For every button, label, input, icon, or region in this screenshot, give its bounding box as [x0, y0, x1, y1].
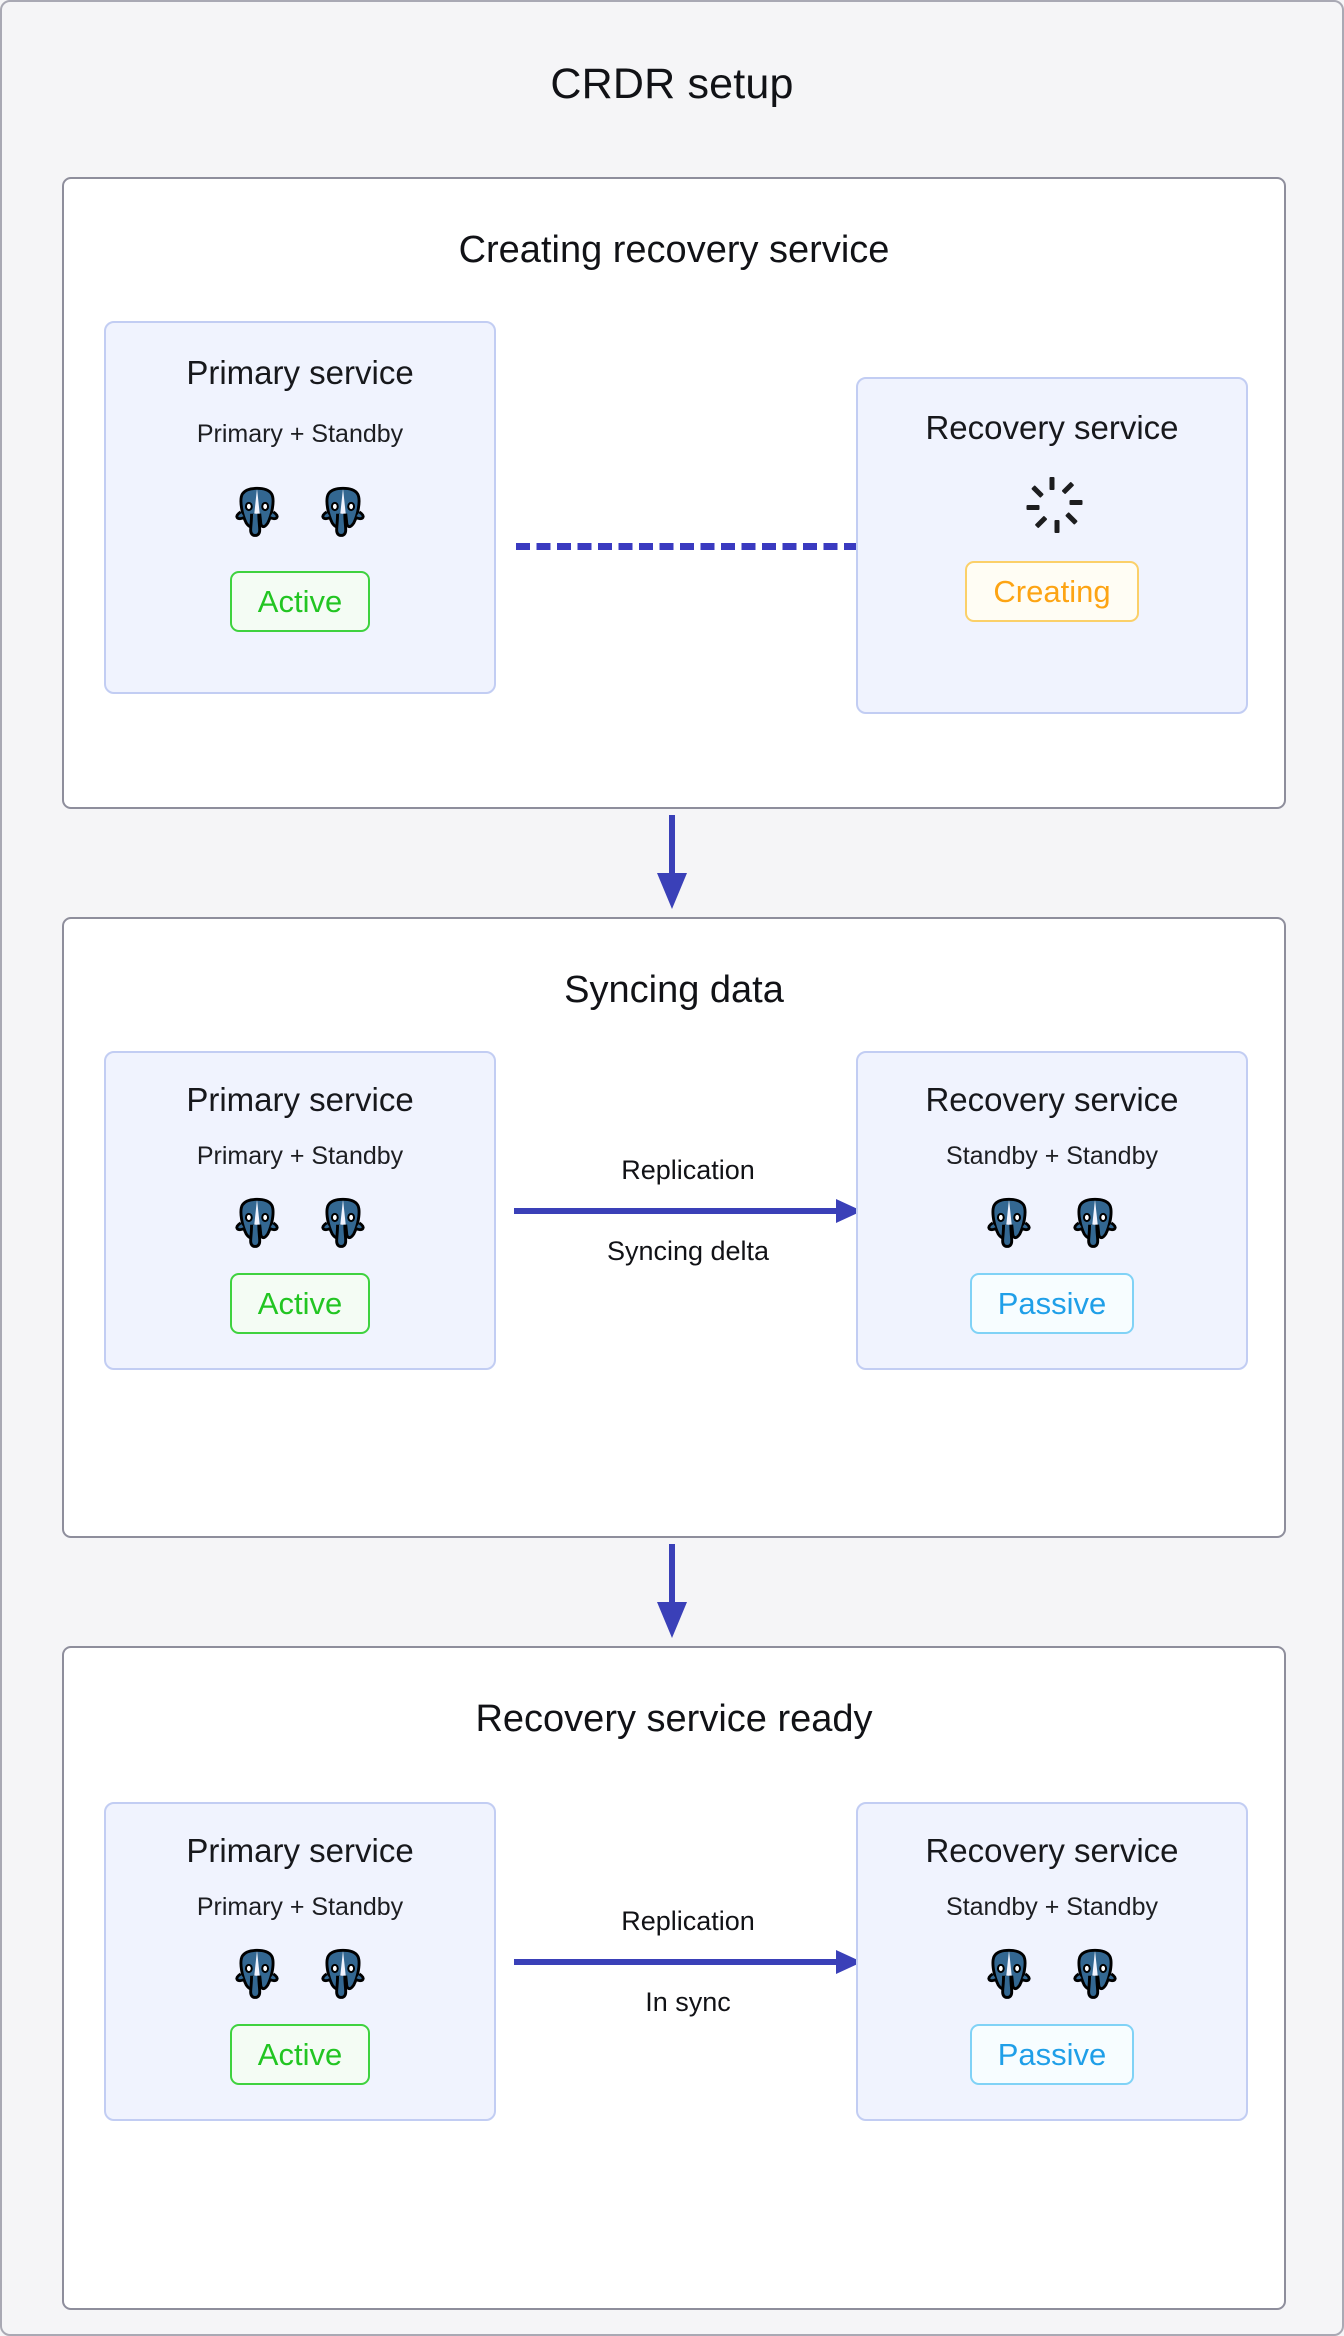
postgres-icon: [314, 1193, 372, 1251]
stage-panel-recovery-service-ready: Recovery service ready Primary service P…: [62, 1646, 1286, 2310]
database-node-group: [228, 1193, 372, 1251]
postgres-icon: [228, 1944, 286, 2002]
postgres-icon: [228, 482, 286, 540]
service-topology: Primary + Standby: [196, 1893, 404, 1921]
replication-connector: Replication Syncing delta: [514, 1155, 862, 1267]
postgres-icon: [980, 1944, 1038, 2002]
service-name: Recovery service: [925, 1832, 1179, 1869]
service-name: Primary service: [186, 1832, 414, 1869]
postgres-icon: [314, 482, 372, 540]
status-badge: Creating: [965, 561, 1139, 622]
service-topology: Standby + Standby: [946, 1142, 1158, 1170]
arrow-head: [657, 1602, 687, 1638]
down-arrow-icon: [657, 1544, 687, 1638]
replication-label-bottom: In sync: [645, 1987, 731, 2017]
primary-service-card: Primary service Primary + Standby: [104, 1051, 496, 1370]
arrow-shaft: [669, 1544, 675, 1606]
pending-replication-link: [516, 543, 858, 550]
primary-service-card: Primary service Primary + Standby: [104, 1802, 496, 2121]
stage-panel-creating-recovery-service: Creating recovery service Primary servic…: [62, 177, 1286, 809]
recovery-service-card: Recovery service Standby + Standby: [856, 1051, 1248, 1370]
postgres-icon: [1066, 1193, 1124, 1251]
service-name: Recovery service: [925, 409, 1179, 446]
replication-arrow-icon: [514, 1947, 862, 1977]
recovery-service-card: Recovery service Standby + Standby: [856, 1802, 1248, 2121]
service-name: Primary service: [186, 354, 414, 391]
status-badge: Active: [229, 2024, 371, 2085]
service-topology: Primary + Standby: [196, 420, 404, 448]
status-badge: Active: [229, 1273, 371, 1334]
replication-label-top: Replication: [621, 1906, 755, 1936]
replication-connector: Replication In sync: [514, 1906, 862, 2018]
page-title: CRDR setup: [550, 60, 794, 108]
service-name: Recovery service: [925, 1081, 1179, 1118]
postgres-icon: [314, 1944, 372, 2002]
postgres-icon: [1066, 1944, 1124, 2002]
database-node-group: [980, 1193, 1124, 1251]
arrow-shaft: [514, 1959, 844, 1965]
status-badge: Active: [229, 571, 371, 632]
arrow-shaft: [514, 1208, 844, 1214]
stage-title: Recovery service ready: [475, 1698, 873, 1740]
replication-arrow-icon: [514, 1196, 862, 1226]
service-name: Primary service: [186, 1081, 414, 1118]
database-node-group: [228, 1944, 372, 2002]
database-node-group: [228, 482, 372, 540]
postgres-icon: [980, 1193, 1038, 1251]
stage-panel-syncing-data: Syncing data Primary service Primary + S…: [62, 917, 1286, 1538]
primary-service-card: Primary service Primary + Standby: [104, 321, 496, 694]
service-topology: Primary + Standby: [196, 1142, 404, 1170]
stage-title: Creating recovery service: [458, 229, 890, 271]
loading-spinner-icon: [1024, 477, 1083, 533]
status-badge: Passive: [969, 2024, 1135, 2085]
down-arrow-icon: [657, 815, 687, 909]
database-node-group: [980, 1944, 1124, 2002]
stage-title: Syncing data: [564, 969, 784, 1011]
status-badge: Passive: [969, 1273, 1135, 1334]
replication-label-top: Replication: [621, 1155, 755, 1185]
arrow-head: [657, 873, 687, 909]
arrow-shaft: [669, 815, 675, 877]
postgres-icon: [228, 1193, 286, 1251]
service-topology: Standby + Standby: [946, 1893, 1158, 1921]
recovery-service-card: Recovery service Creating: [856, 377, 1248, 714]
replication-label-bottom: Syncing delta: [606, 1236, 770, 1266]
